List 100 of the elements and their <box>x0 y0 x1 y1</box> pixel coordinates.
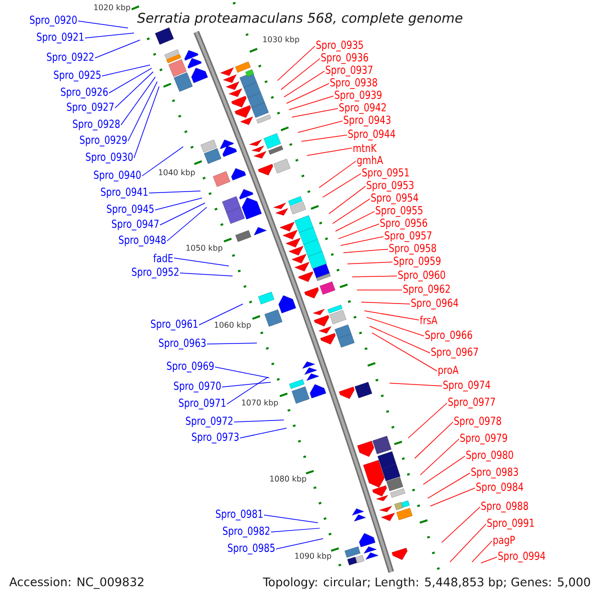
leader-line <box>84 32 134 38</box>
footer-text: Topology: circular; Length: 5,448,853 bp; Genes: 5,000 <box>262 577 590 589</box>
leader-line <box>480 556 498 564</box>
gene-label: Spro_0927 <box>66 102 114 114</box>
leader-line <box>222 382 272 388</box>
gene-label: Spro_0980 <box>466 450 514 462</box>
gene-label: Spro_0978 <box>454 416 502 428</box>
gene-label: Spro_0938 <box>330 78 378 89</box>
leader-line <box>102 64 150 76</box>
gene-label: Spro_0970 <box>174 382 221 392</box>
gene-label: Spro_0984 <box>476 482 524 494</box>
leader-line <box>292 108 338 118</box>
leader-line <box>306 148 352 156</box>
gene-label: pagP <box>494 536 515 546</box>
gene-label: Spro_0947 <box>112 220 159 230</box>
gene-label: Spro_0941 <box>100 188 148 198</box>
gene-label: Spro_0967 <box>431 348 478 358</box>
leader-line <box>332 198 370 224</box>
leader-line <box>335 211 375 232</box>
leader-line <box>166 206 208 242</box>
gene-label: Spro_0926 <box>60 88 108 98</box>
footer-text: Accession: NC_009832 <box>9 577 144 589</box>
leader-line <box>441 506 480 543</box>
leader-line <box>134 86 160 158</box>
leader-line <box>298 120 343 133</box>
leader-line <box>160 202 206 226</box>
leader-line <box>369 326 430 354</box>
gene-label: Spro_0954 <box>371 193 418 204</box>
gene-label: Spro_0956 <box>380 218 428 230</box>
gene-label: Spro_0955 <box>376 206 422 217</box>
leader-line <box>430 488 476 506</box>
gene-label: Spro_0979 <box>460 434 507 444</box>
gene-label: Spro_0928 <box>72 120 120 130</box>
leader-line <box>322 173 362 198</box>
leader-line <box>78 20 128 28</box>
gene-label: Spro_0959 <box>394 256 440 268</box>
leader-line <box>427 472 470 499</box>
gene-label: Spro_0957 <box>384 231 432 242</box>
leader-line <box>318 160 356 188</box>
gene-label: Spro_0960 <box>398 270 446 282</box>
gene-label: Spro_0930 <box>86 152 133 164</box>
leader-line <box>340 236 384 246</box>
gene-label: Spro_0921 <box>36 32 84 44</box>
gene-label: Spro_0966 <box>425 330 472 342</box>
gene-label: Spro_0974 <box>443 380 490 392</box>
gene-label: Spro_0958 <box>389 244 436 255</box>
leader-line <box>270 528 320 532</box>
leader-line <box>174 258 230 266</box>
gene-label: Spro_0922 <box>46 52 94 64</box>
gene-label: Spro_0952 <box>132 268 178 278</box>
gene-label: Spro_0939 <box>334 90 382 102</box>
leader-line <box>154 198 202 210</box>
gene-label: Spro_0982 <box>222 526 270 538</box>
leader-line <box>352 276 398 278</box>
gene-label: Spro_0961 <box>150 320 198 330</box>
gene-label: Spro_0943 <box>344 116 390 126</box>
gene-label: Spro_0971 <box>178 398 226 410</box>
leader-line <box>472 540 492 562</box>
gene-label: Spro_0935 <box>316 40 363 52</box>
leader-line <box>450 524 486 562</box>
leader-line <box>372 332 438 372</box>
gene-label: Spro_0948 <box>118 236 166 246</box>
leader-line <box>408 402 448 438</box>
leader-line <box>214 366 270 378</box>
leader-line <box>240 428 287 438</box>
leader-line <box>328 186 366 214</box>
leader-line <box>389 382 442 386</box>
leader-line <box>108 68 152 94</box>
gene-label: Spro_0988 <box>481 502 528 512</box>
gene-label: Spro_0972 <box>186 416 232 428</box>
gene-label: Spro_0936 <box>321 53 368 64</box>
leader-line <box>338 224 380 240</box>
gene-label: Spro_0973 <box>192 432 239 444</box>
leader-line <box>284 70 325 98</box>
leader-line <box>198 304 244 326</box>
gene-label: Spro_0994 <box>498 552 546 562</box>
gene-label: gmhA <box>357 156 384 166</box>
leader-line <box>414 422 454 459</box>
gene-label: Spro_0925 <box>54 70 101 82</box>
gene-label: Spro_0969 <box>166 362 214 372</box>
gene-label: Spro_0964 <box>411 298 458 310</box>
leader-line <box>94 40 140 58</box>
gene-label: Spro_0951 <box>362 168 409 179</box>
leader-line <box>364 310 420 320</box>
leader-line <box>277 46 316 81</box>
gene-label: Spro_0940 <box>94 170 141 182</box>
leader-line <box>148 190 201 194</box>
leader-line <box>264 514 318 524</box>
gene-label: proA <box>438 366 459 376</box>
gene-label: fadE <box>153 254 173 262</box>
gene-label: Spro_0983 <box>471 468 518 478</box>
leader-line <box>288 96 334 110</box>
leader-line <box>142 146 184 176</box>
gene-label: frsA <box>420 316 438 324</box>
leader-line <box>234 420 284 422</box>
leader-line <box>280 58 320 90</box>
leader-line <box>286 83 330 104</box>
gene-label: Spro_0981 <box>216 510 262 520</box>
gene-label: Spro_0977 <box>448 398 495 408</box>
gene-label: Spro_0953 <box>366 180 414 192</box>
